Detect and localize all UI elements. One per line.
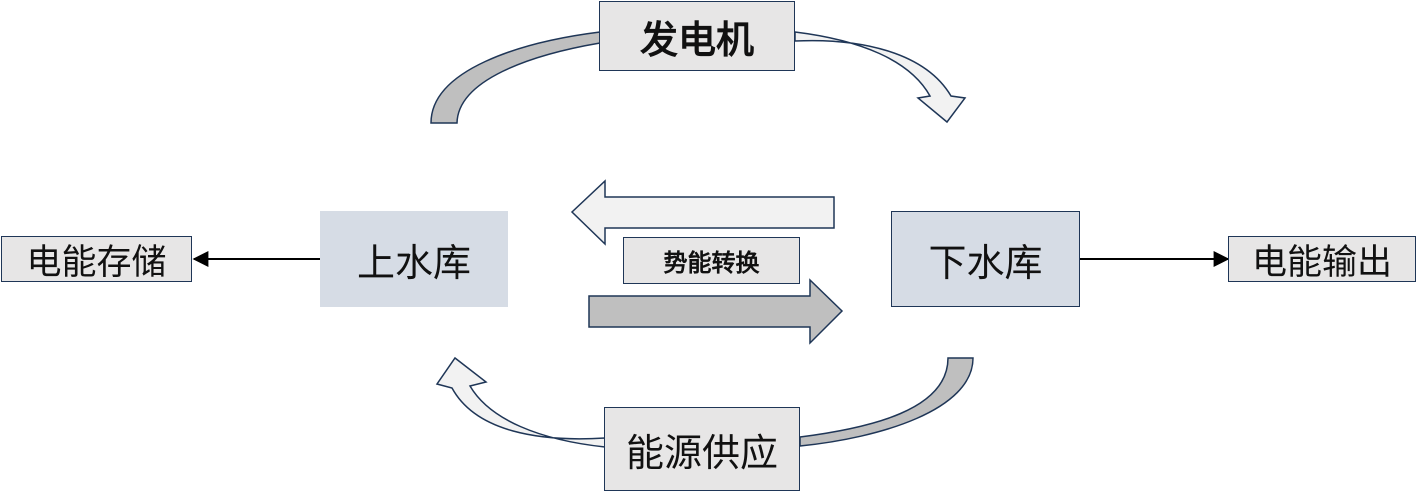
- energy-output-box: 电能输出: [1228, 236, 1416, 283]
- potential-conversion-box: 势能转换: [623, 237, 800, 284]
- block-arrow-right: [588, 278, 844, 345]
- energy-output-label: 电能输出: [1251, 242, 1392, 283]
- potential-conversion-label: 势能转换: [663, 249, 760, 277]
- energy-storage-label: 电能存储: [26, 242, 167, 283]
- upper-reservoir-box: 上水库: [320, 211, 508, 307]
- energy-supply-box: 能源供应: [604, 407, 800, 491]
- generator-box: 发电机: [599, 1, 795, 71]
- energy-storage-box: 电能存储: [1, 236, 192, 283]
- upper-reservoir-label: 上水库: [356, 240, 471, 285]
- curved-arrow-top-right: [794, 31, 967, 124]
- lower-reservoir-label: 下水库: [928, 240, 1043, 285]
- curved-arrow-bottom-left: [435, 356, 606, 448]
- curved-arrow-bottom-right: [799, 357, 974, 447]
- block-arrow-left: [570, 179, 835, 246]
- curved-arrow-top-left: [430, 31, 601, 124]
- generator-label: 发电机: [639, 17, 754, 62]
- energy-supply-label: 能源供应: [625, 430, 778, 475]
- lower-reservoir-box: 下水库: [891, 211, 1080, 307]
